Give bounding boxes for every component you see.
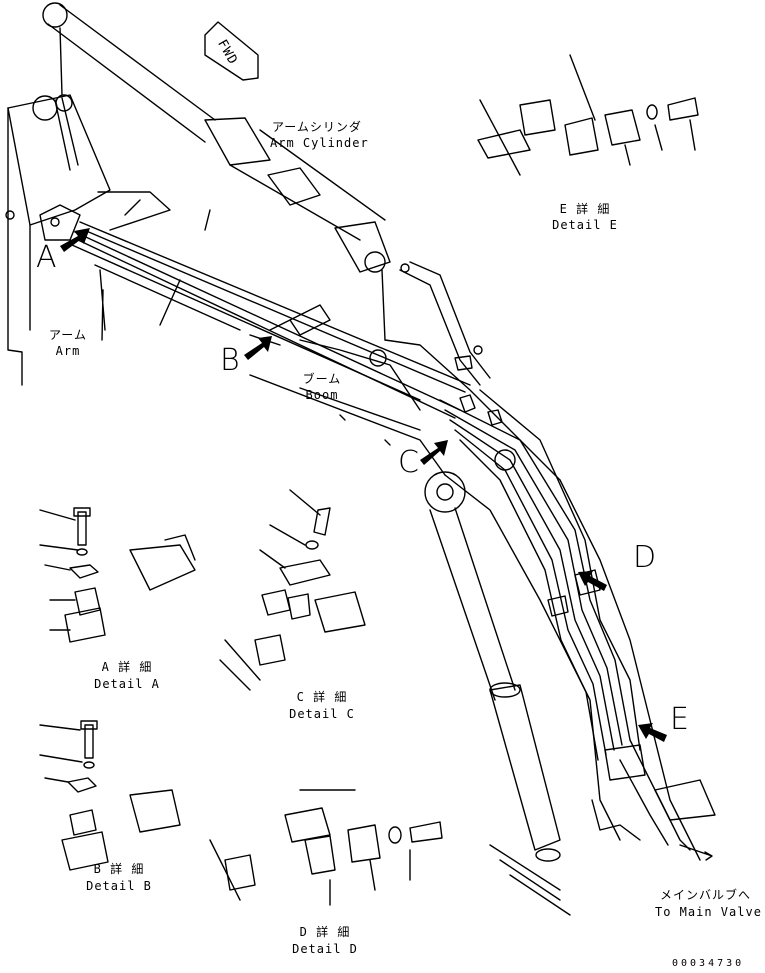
detail-e-parts bbox=[477, 54, 699, 176]
boom-label-jp: ブーム bbox=[302, 372, 342, 386]
detail-a-title-jp: A 詳 細 bbox=[101, 660, 153, 674]
boom-body bbox=[249, 339, 701, 861]
detail-a-parts bbox=[39, 507, 196, 643]
detail-c-parts bbox=[219, 489, 366, 691]
detail-e-title-en: Detail E bbox=[552, 218, 618, 232]
arm-cylinder bbox=[42, 2, 391, 341]
arm-piping bbox=[71, 191, 471, 419]
boom-label-en: Boom bbox=[305, 388, 339, 402]
detail-d-parts bbox=[209, 789, 443, 906]
main-valve-arrow bbox=[679, 844, 713, 861]
detail-arrows bbox=[60, 228, 667, 742]
main-valve-label-en: To Main Valve bbox=[655, 905, 762, 919]
detail-c-title-en: Detail C bbox=[289, 707, 355, 721]
detail-d-title-jp: D 詳 細 bbox=[299, 925, 351, 939]
fwd-arrow-outline bbox=[204, 21, 259, 81]
boom-cylinder bbox=[424, 471, 571, 916]
part-number: 00034730 bbox=[672, 958, 745, 969]
arm-label-jp: アーム bbox=[49, 328, 87, 342]
marker-d: D bbox=[633, 540, 657, 575]
arm-cylinder-label-en: Arm Cylinder bbox=[270, 136, 369, 150]
arm-structure bbox=[5, 94, 111, 386]
main-valve-label-jp: メインバルブへ bbox=[660, 888, 752, 902]
arm-label-en: Arm bbox=[55, 344, 81, 358]
detail-d-title-en: Detail D bbox=[292, 942, 358, 956]
detail-e-title-jp: E 詳 細 bbox=[559, 202, 611, 216]
boom-piping bbox=[439, 389, 716, 851]
detail-b-title-en: Detail B bbox=[86, 879, 152, 893]
detail-b-title-jp: B 詳 細 bbox=[93, 862, 145, 876]
arm-cylinder-label-jp: アームシリンダ bbox=[272, 120, 362, 134]
marker-a: A bbox=[36, 240, 57, 275]
marker-e: E bbox=[670, 702, 689, 737]
detail-c-title-jp: C 詳 細 bbox=[296, 690, 348, 704]
detail-a-title-en: Detail A bbox=[94, 677, 160, 691]
marker-c: C bbox=[398, 445, 419, 480]
detail-b-parts bbox=[39, 720, 181, 871]
arm-cylinder-pipe bbox=[399, 261, 491, 386]
marker-b: B bbox=[220, 343, 240, 378]
